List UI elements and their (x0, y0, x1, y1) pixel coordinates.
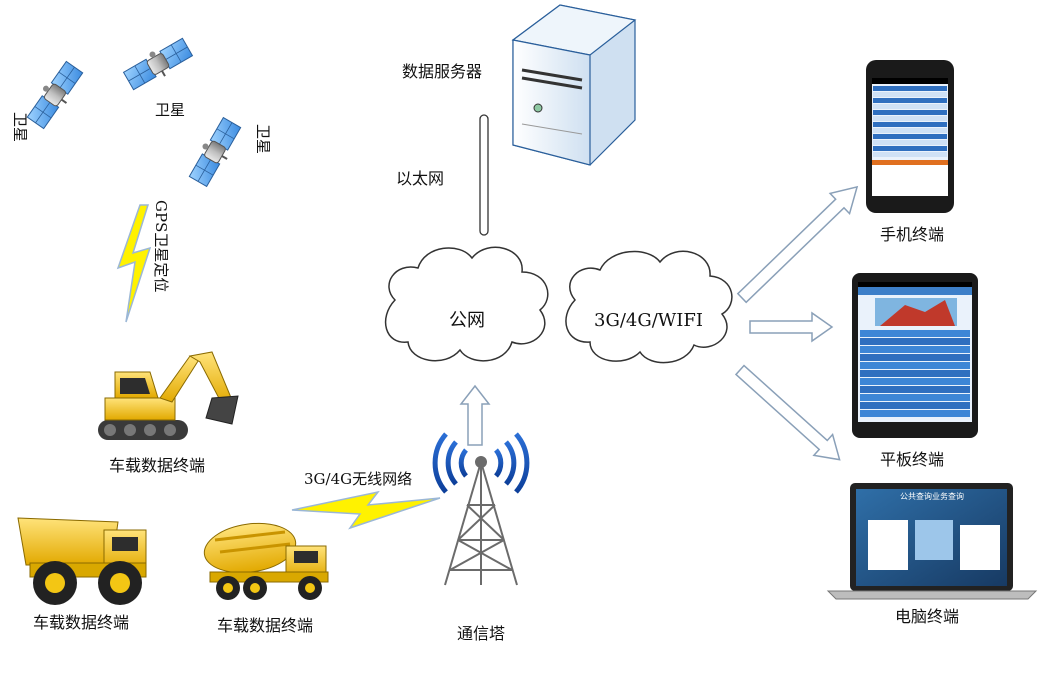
tablet-icon (852, 273, 978, 438)
tablet-screen-row (860, 394, 970, 401)
ethernet-label: 以太网 (396, 169, 445, 188)
pc-screen-title: 公共查询业务查询 (900, 492, 964, 501)
tablet-screen-row (860, 378, 970, 385)
terminal-excavator-label: 车载数据终端 (109, 456, 206, 475)
tower-label: 通信塔 (457, 624, 506, 643)
pc-label: 电脑终端 (895, 607, 960, 626)
phone-icon (866, 60, 954, 213)
wireless-cloud-label: 3G/4G/WIFI (594, 310, 704, 331)
arrow-to-tablet (749, 311, 834, 343)
satellite-mid-icon (120, 33, 196, 95)
satellite-mid-label: 卫星 (155, 101, 186, 119)
phone-screen-row (873, 86, 947, 91)
satellite-left-icon (23, 58, 87, 132)
wireless-link-label: 3G/4G无线网络 (304, 470, 413, 488)
tablet-label: 平板终端 (880, 450, 945, 469)
public-net-cloud (384, 246, 549, 362)
phone-screen-row (873, 140, 947, 145)
satellite-right-icon (184, 114, 246, 190)
arrow-to-pc (734, 364, 841, 461)
tablet-screen-row (860, 338, 970, 345)
terminal-dump-label: 车载数据终端 (33, 613, 130, 632)
phone-screen-row (873, 104, 947, 109)
excavator-icon (98, 351, 239, 440)
mixer-truck-icon (203, 522, 329, 600)
ethernet-cable (479, 114, 489, 236)
phone-screen-row (873, 92, 947, 97)
gps-lightning-icon (116, 204, 152, 323)
public-net-label: 公网 (449, 310, 485, 331)
tablet-screen-row (860, 362, 970, 369)
server-icon (511, 4, 637, 166)
tablet-screen-row (860, 370, 970, 377)
phone-screen-row (873, 134, 947, 139)
tablet-screen-row (860, 346, 970, 353)
terminal-mixer-label: 车载数据终端 (217, 616, 314, 635)
tablet-screen-row (860, 402, 970, 409)
tablet-screen-row (860, 410, 970, 417)
dump-truck-icon (17, 517, 147, 605)
phone-screen-row (873, 146, 947, 151)
tablet-screen-row (860, 354, 970, 361)
phone-screen-row (873, 128, 947, 133)
phone-screen-row (873, 116, 947, 121)
phone-screen-row (873, 152, 947, 157)
satellite-left-label: 卫星 (11, 112, 29, 143)
tower-up-arrow (459, 384, 491, 446)
phone-screen-row (873, 110, 947, 115)
satellite-right-label: 卫星 (254, 124, 272, 155)
gps-label: GPS卫星定位 (152, 200, 170, 293)
phone-screen-row (873, 98, 947, 103)
phone-label: 手机终端 (880, 225, 945, 244)
laptop-icon (826, 483, 1038, 600)
arrow-to-phone (736, 185, 859, 304)
data-server-label: 数据服务器 (402, 62, 483, 81)
phone-screen-row (873, 122, 947, 127)
tower-icon (432, 432, 530, 586)
wireless-cloud (565, 250, 733, 364)
wireless-link-lightning-icon (291, 490, 441, 530)
tablet-screen-row (860, 386, 970, 393)
tablet-screen-row (860, 330, 970, 337)
